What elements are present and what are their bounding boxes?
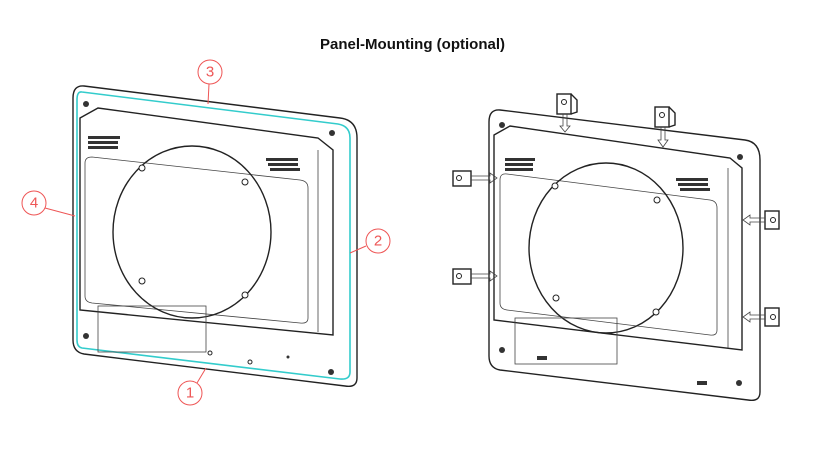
housing-recess — [499, 173, 718, 336]
gasket-outline — [76, 91, 351, 380]
bracket-left-upper — [452, 170, 498, 187]
vesa-plate — [528, 162, 684, 334]
bracket-left-lower — [452, 268, 498, 285]
diagram-title: Panel-Mounting (optional) — [320, 36, 505, 53]
bracket-right-upper — [742, 210, 780, 230]
svg-text:3: 3 — [206, 64, 214, 81]
housing-recess — [84, 156, 309, 324]
callout-3: 3 — [197, 59, 223, 105]
vent-grille-left — [88, 136, 120, 149]
bracket-right-lower — [742, 307, 780, 327]
svg-text:1: 1 — [186, 385, 194, 402]
outer-bezel — [488, 109, 761, 402]
bracket-top-right — [654, 106, 676, 148]
outer-bezel — [72, 85, 358, 388]
panel-rear-view-gasket: 1 2 3 4 — [21, 59, 391, 406]
svg-text:2: 2 — [374, 233, 382, 250]
panel-rear-view-brackets — [452, 93, 780, 402]
rear-housing — [79, 107, 334, 336]
callout-2: 2 — [349, 228, 391, 254]
callout-1: 1 — [177, 367, 207, 406]
rear-housing — [493, 125, 743, 351]
bracket-top-left — [556, 93, 578, 133]
vesa-plate — [112, 145, 272, 319]
io-cover — [514, 317, 618, 365]
callout-4: 4 — [21, 190, 76, 217]
vent-grille-right — [266, 158, 300, 171]
io-cover — [97, 305, 207, 353]
svg-text:4: 4 — [30, 195, 38, 212]
